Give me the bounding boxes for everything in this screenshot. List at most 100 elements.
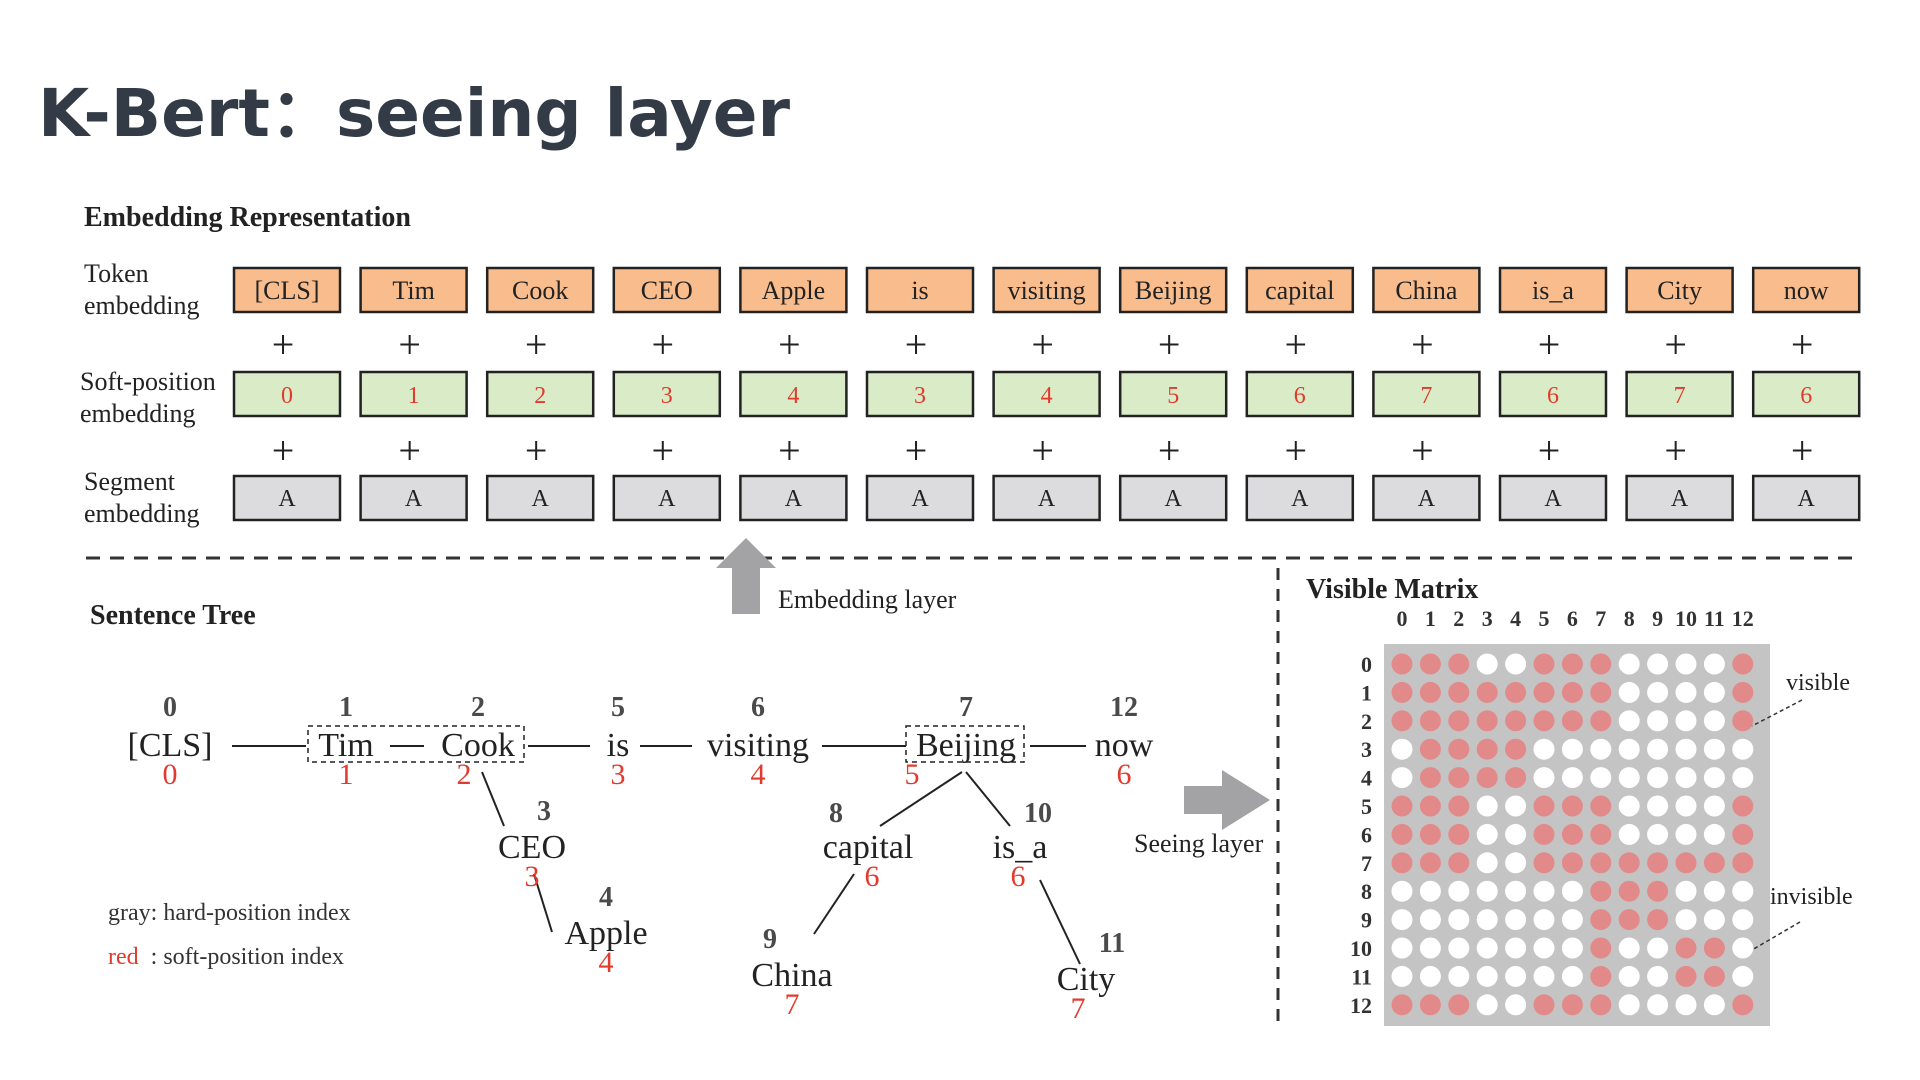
segment-label-line1: Segment <box>84 467 176 496</box>
segment-text: A <box>1418 486 1436 512</box>
visible-matrix-heading: Visible Matrix <box>1306 574 1478 605</box>
node-soft-index: 1 <box>339 758 354 791</box>
plus-sign: + <box>1411 428 1434 473</box>
token-text: City <box>1657 276 1702 305</box>
node-soft-index: 6 <box>865 860 880 893</box>
matrix-cell-invisible <box>1419 965 1441 987</box>
matrix-row-label: 10 <box>1350 936 1372 961</box>
seeing-layer-arrow-shaft-icon <box>1184 786 1226 814</box>
plus-sign: + <box>1158 322 1181 367</box>
token-box <box>1498 266 1608 314</box>
visible-callout-line <box>1751 699 1803 727</box>
node-hard-index: 3 <box>537 796 551 827</box>
segment-box <box>1498 474 1608 522</box>
matrix-cell-invisible <box>1647 681 1669 703</box>
token-label-line1: Token <box>84 259 149 288</box>
matrix-cell-invisible <box>1618 823 1640 845</box>
matrix-cell-invisible <box>1476 852 1498 874</box>
matrix-cell-invisible <box>1533 767 1555 789</box>
edge-isa-city <box>1039 879 1081 965</box>
plus-sign: + <box>272 322 295 367</box>
matrix-cell-invisible <box>1732 880 1754 902</box>
matrix-row-label: 4 <box>1361 766 1372 791</box>
matrix-cell-visible <box>1703 852 1725 874</box>
matrix-col-label: 0 <box>1397 606 1408 631</box>
node-soft-index: 6 <box>1117 758 1132 791</box>
token-box <box>865 266 975 314</box>
node-soft-index: 4 <box>751 758 766 791</box>
matrix-cell-visible <box>1391 653 1413 675</box>
matrix-cell-invisible <box>1391 738 1413 760</box>
matrix-cell-visible <box>1419 653 1441 675</box>
plus-sign: + <box>1031 322 1054 367</box>
segment-box <box>865 474 975 522</box>
plus-sign: + <box>1285 322 1308 367</box>
segment-label-line2: embedding <box>84 499 200 528</box>
soft-label-line2: embedding <box>80 399 196 428</box>
edge-beijing-isa <box>965 771 1011 827</box>
soft-position-text: 7 <box>1674 383 1686 409</box>
token-text: visiting <box>1008 276 1086 305</box>
matrix-cell-invisible <box>1703 909 1725 931</box>
matrix-cell-invisible <box>1647 965 1669 987</box>
matrix-cell-invisible <box>1675 823 1697 845</box>
matrix-cell-invisible <box>1703 710 1725 732</box>
matrix-row-label: 12 <box>1350 993 1372 1018</box>
matrix-cell-invisible <box>1590 767 1612 789</box>
node-word: Cook <box>441 727 515 764</box>
matrix-cell-visible <box>1505 681 1527 703</box>
plus-sign: + <box>398 428 421 473</box>
matrix-cell-visible <box>1732 852 1754 874</box>
soft-position-text: 3 <box>661 383 673 409</box>
plus-sign: + <box>778 322 801 367</box>
node-soft-index: 3 <box>611 758 626 791</box>
matrix-row-label: 9 <box>1361 908 1372 933</box>
plus-sign: + <box>525 322 548 367</box>
token-label-line2: embedding <box>84 291 200 320</box>
matrix-cell-visible <box>1590 965 1612 987</box>
matrix-cell-visible <box>1448 738 1470 760</box>
tree-nodes: 0[CLS]01Tim12Cook25is36visiting47Beijing… <box>128 692 1154 1025</box>
node-word: Beijing <box>916 727 1016 764</box>
node-word: now <box>1095 727 1154 764</box>
matrix-cell-invisible <box>1675 681 1697 703</box>
embedding-heading: Embedding Representation <box>84 202 411 233</box>
token-text: now <box>1784 276 1829 305</box>
matrix-cell-visible <box>1732 653 1754 675</box>
matrix-cell-visible <box>1703 965 1725 987</box>
matrix-cell-invisible <box>1505 909 1527 931</box>
segment-box <box>1118 474 1228 522</box>
matrix-cell-visible <box>1675 937 1697 959</box>
token-text: is_a <box>1532 276 1574 305</box>
plus-sign: + <box>1285 428 1308 473</box>
node-soft-index: 2 <box>457 758 472 791</box>
matrix-cell-visible <box>1561 653 1583 675</box>
matrix-cell-invisible <box>1647 795 1669 817</box>
matrix-cell-invisible <box>1618 965 1640 987</box>
matrix-cell-invisible <box>1732 965 1754 987</box>
matrix-cell-invisible <box>1647 767 1669 789</box>
plus-sign: + <box>1791 322 1814 367</box>
edge-cook-ceo <box>481 771 505 827</box>
matrix-cell-visible <box>1732 795 1754 817</box>
token-text: Apple <box>762 276 826 305</box>
matrix-cell-visible <box>1448 795 1470 817</box>
matrix-cell-invisible <box>1476 880 1498 902</box>
matrix-cell-invisible <box>1647 937 1669 959</box>
matrix-cell-visible <box>1505 767 1527 789</box>
legend-gray-key: gray <box>108 900 151 926</box>
matrix-cell-invisible <box>1703 823 1725 845</box>
matrix-cell-invisible <box>1448 909 1470 931</box>
seeing-layer-arrow-head-icon <box>1222 770 1270 830</box>
segment-box <box>739 474 848 522</box>
plus-sign: + <box>652 322 675 367</box>
matrix-col-label: 10 <box>1675 606 1697 631</box>
matrix-cell-invisible <box>1505 937 1527 959</box>
soft-position-box <box>232 370 342 418</box>
token-box <box>1751 266 1861 314</box>
soft-position-text: 7 <box>1420 383 1432 409</box>
matrix-cell-invisible <box>1533 880 1555 902</box>
node-word: China <box>751 957 832 994</box>
plus-sign: + <box>272 428 295 473</box>
